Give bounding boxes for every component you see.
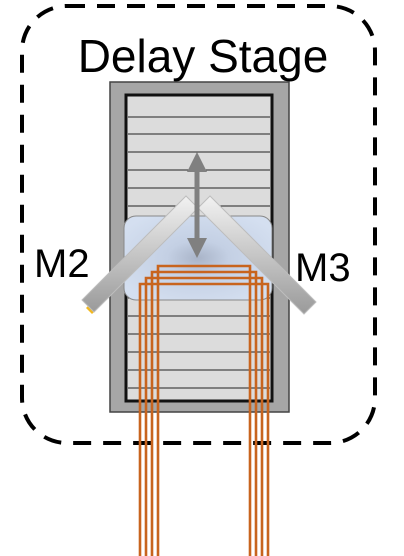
m3-label: M3 — [295, 246, 351, 290]
laser-beam-path — [150, 270, 258, 556]
laser-beam-path — [138, 282, 270, 556]
delay-stage-title: Delay Stage — [78, 30, 329, 82]
laser-beam-path — [156, 264, 252, 556]
m2-label: M2 — [34, 242, 90, 286]
laser-beams — [138, 264, 270, 556]
laser-beam-path — [144, 276, 264, 556]
delay-stage-enclosure — [20, 4, 377, 445]
